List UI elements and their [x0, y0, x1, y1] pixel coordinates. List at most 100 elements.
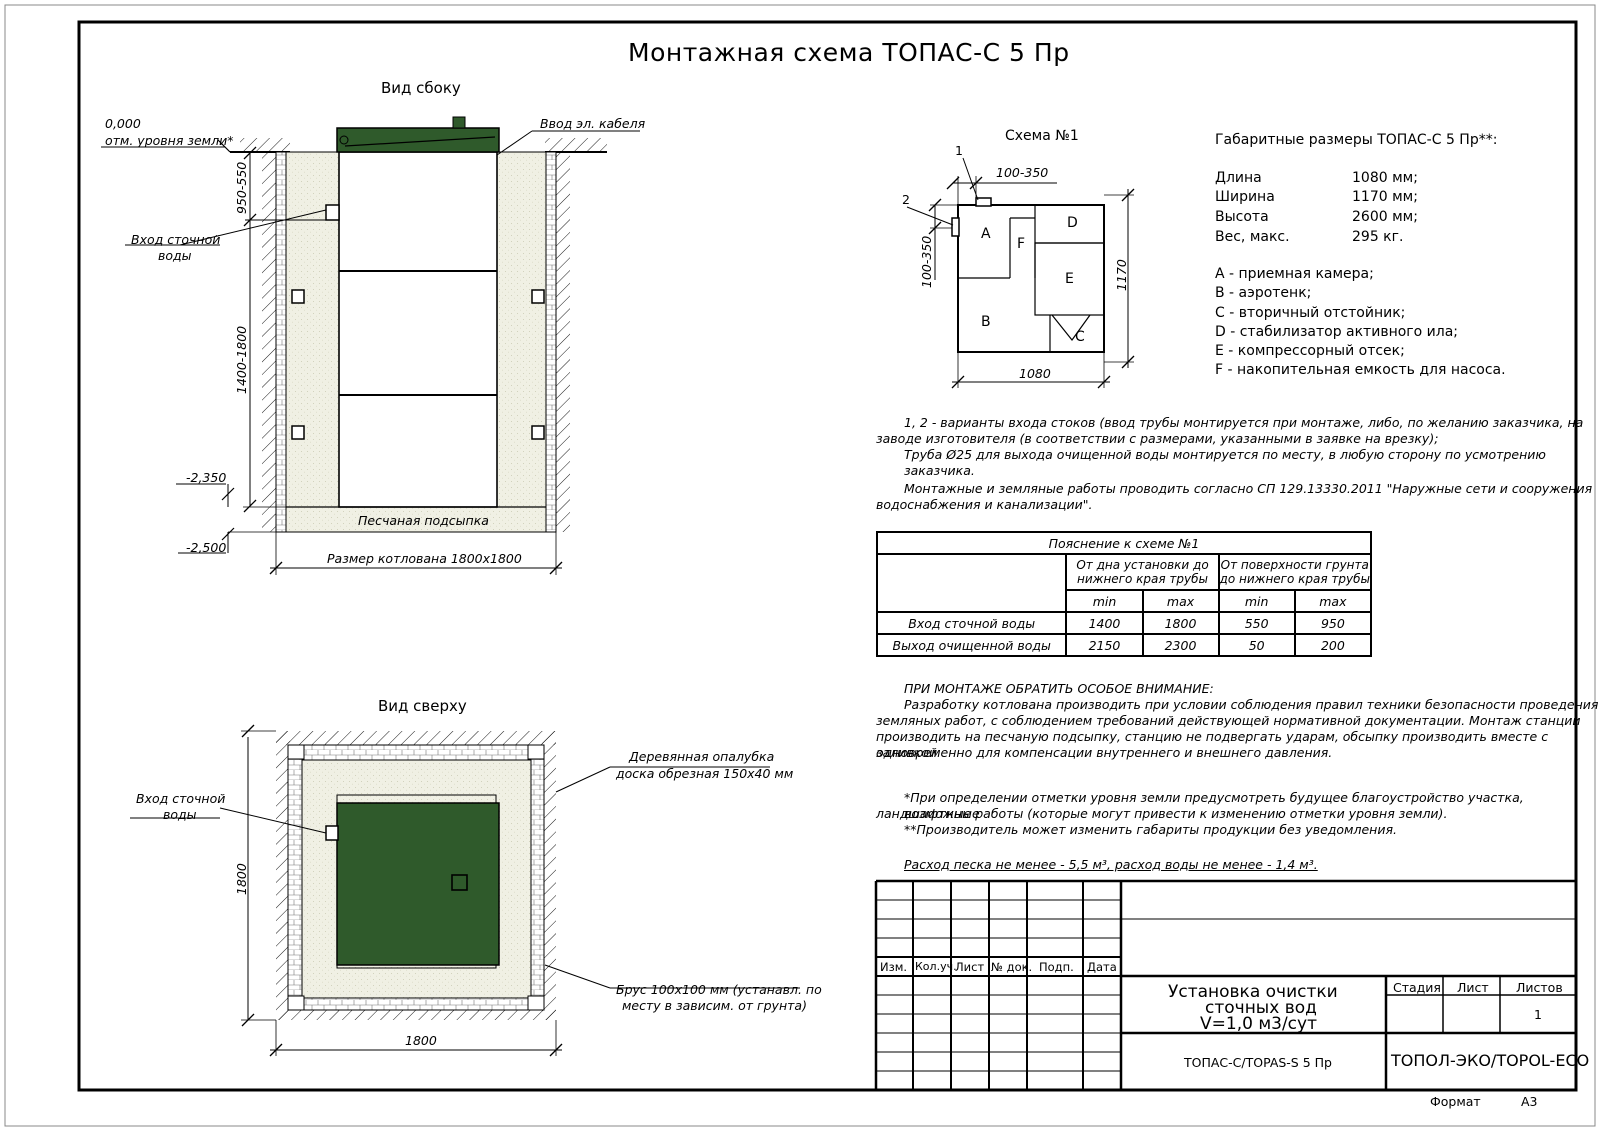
table-row: Вход сточной воды 1400 1800 550 950: [875, 611, 1373, 635]
product-name-line-3: V=1,0 м3/сут: [1200, 1014, 1317, 1034]
section-e-label: E: [1065, 271, 1074, 287]
dim-950-550: 950-550: [234, 161, 249, 214]
footnote-2: **Производитель может изменить габариты …: [904, 822, 1397, 837]
table-group-2: От поверхности грунта до нижнего края тр…: [1217, 553, 1373, 591]
stamp-col-kolych: Кол.уч.: [915, 960, 957, 973]
attention-heading: ПРИ МОНТАЖЕ ОБРАТИТЬ ОСОБОЕ ВНИМАНИЕ:: [904, 681, 1214, 696]
consumption-note: Расход песка не менее - 5,5 м³, расход в…: [904, 857, 1318, 872]
format-label: Формат: [1430, 1094, 1481, 1109]
product-name-line-1: Установка очистки: [1168, 982, 1338, 1002]
title-block-lines: [874, 879, 1576, 1090]
dim-width-label: Ширина: [1215, 189, 1275, 205]
table-caption: Пояснение к схеме №1: [876, 531, 1372, 555]
attention-line-3: производить на песчаную подсыпку, станци…: [876, 729, 1549, 760]
legend-item: E - компрессорный отсек;: [1215, 343, 1405, 359]
dim-weight-label: Вес, макс.: [1215, 229, 1290, 245]
note-2-line-2: водоснабжения и канализации".: [876, 497, 1093, 512]
dim-length-label: Длина: [1215, 170, 1262, 186]
top-inlet-label-1: Вход сточной: [136, 791, 226, 806]
legend-item: C - вторичный отстойник;: [1215, 305, 1406, 321]
stamp-sheet-header: Лист: [1457, 980, 1489, 995]
cell: 1800: [1141, 611, 1220, 635]
stamp-col-sign: Подп.: [1039, 960, 1074, 974]
company-name: ТОПОЛ-ЭКО/TOPOL-ECO: [1391, 1051, 1590, 1070]
attention-line-1: Разработку котлована производить при усл…: [904, 697, 1599, 712]
page-title: Монтажная схема ТОПАС-С 5 Пр: [628, 38, 1070, 67]
cell: 50: [1217, 633, 1296, 657]
section-d-label: D: [1067, 215, 1078, 231]
beam-label-2: месту в зависим. от грунта): [622, 998, 807, 1013]
dim-height-label: Высота: [1215, 209, 1269, 225]
stamp-col-date: Дата: [1087, 960, 1117, 974]
note-2-line-1: Монтажные и земляные работы проводить со…: [904, 481, 1593, 496]
section-a-label: A: [981, 226, 991, 242]
top-inlet-label-2: воды: [163, 807, 197, 822]
level-2350: -2,350: [186, 470, 227, 485]
cell: 550: [1217, 611, 1296, 635]
legend-item: F - накопительная емкость для насоса.: [1215, 362, 1506, 378]
stamp-sheets-value: 1: [1534, 1007, 1542, 1022]
top-dim-horizontal: 1800: [405, 1033, 437, 1048]
stamp-col-list: Лист: [955, 960, 985, 974]
table-corner: [875, 553, 1068, 613]
scheme-dim-height: 1170: [1114, 259, 1129, 291]
side-inlet-label-1: Вход сточной: [131, 232, 221, 247]
scheme-1-drawing: [906, 157, 1135, 389]
attention-line-2: земляных работ, с соблюдением требований…: [876, 713, 1581, 728]
cable-inlet-label: Ввод эл. кабеля: [540, 116, 646, 131]
legend-item: D - стабилизатор активного ила;: [1215, 324, 1458, 340]
formwork-label-1: Деревянная опалубка: [629, 749, 775, 764]
outer-border: [4, 4, 1596, 1127]
note-1-line-1: 1, 2 - варианты входа стоков (ввод трубы…: [904, 415, 1584, 430]
format-value: А3: [1521, 1094, 1538, 1109]
ground-level-label: отм. уровня земли*: [105, 133, 234, 148]
dimensions-heading: Габаритные размеры ТОПАС-С 5 Пр**:: [1215, 132, 1498, 148]
table-row: Выход очищенной воды 2150 2300 50 200: [875, 633, 1373, 657]
side-view-heading: Вид сбоку: [381, 79, 461, 97]
ground-level-value: 0,000: [105, 116, 141, 131]
table-min-header: min: [1217, 589, 1296, 613]
footnote-1-line-2: ландшафтные работы (которые могут привес…: [876, 806, 1448, 821]
row-label: Вход сточной воды: [875, 611, 1068, 635]
side-inlet-label-2: воды: [158, 248, 192, 263]
footnote-1-line-1: *При определении отметки уровня земли пр…: [904, 790, 1524, 821]
table-max-header: max: [1141, 589, 1220, 613]
dim-height-value: 2600 мм;: [1352, 209, 1418, 225]
note-1-line-3: Труба Ø25 для выхода очищенной воды монт…: [904, 447, 1546, 478]
row-label: Выход очищенной воды: [875, 633, 1068, 657]
section-c-label: C: [1075, 329, 1085, 345]
cell: 1400: [1065, 611, 1144, 635]
formwork-label-2: доска обрезная 150х40 мм: [616, 766, 794, 781]
dim-1400-1800: 1400-1800: [234, 325, 249, 394]
stamp-col-izm: Изм.: [880, 960, 908, 974]
stamp-stage-header: Стадия: [1393, 980, 1441, 995]
legend-item: A - приемная камера;: [1215, 266, 1374, 282]
scheme-marker-2: 2: [902, 192, 910, 207]
scheme-heading: Схема №1: [1005, 128, 1079, 144]
scheme-dim-width: 1080: [1019, 366, 1051, 381]
scheme-dim-top: 100-350: [996, 165, 1049, 180]
dim-weight-value: 295 кг.: [1352, 229, 1404, 245]
top-view-heading: Вид сверху: [378, 697, 467, 715]
cell: 200: [1293, 633, 1373, 657]
cell: 2300: [1141, 633, 1220, 657]
sand-bed-label: Песчаная подсыпка: [358, 513, 489, 528]
section-f-label: F: [1017, 236, 1026, 252]
side-view-drawing: [101, 116, 640, 575]
dim-width-value: 1170 мм;: [1352, 189, 1418, 205]
top-view-drawing: [130, 724, 800, 1057]
note-1-line-2: заводе изготовителя (в соответствии с ра…: [876, 431, 1439, 446]
section-b-label: B: [981, 314, 991, 330]
table-min-header: min: [1065, 589, 1144, 613]
table-group-1: От дна установки до нижнего края трубы: [1065, 553, 1220, 591]
scheme-dim-left: 100-350: [919, 235, 934, 288]
level-2500: -2,500: [186, 540, 227, 555]
scheme-marker-1: 1: [955, 143, 963, 158]
legend-item: B - аэротенк;: [1215, 285, 1312, 301]
stamp-col-doc: № док.: [991, 960, 1033, 974]
table-max-header: max: [1293, 589, 1373, 613]
inner-frame: [77, 20, 1578, 1092]
dim-length-value: 1080 мм;: [1352, 170, 1418, 186]
